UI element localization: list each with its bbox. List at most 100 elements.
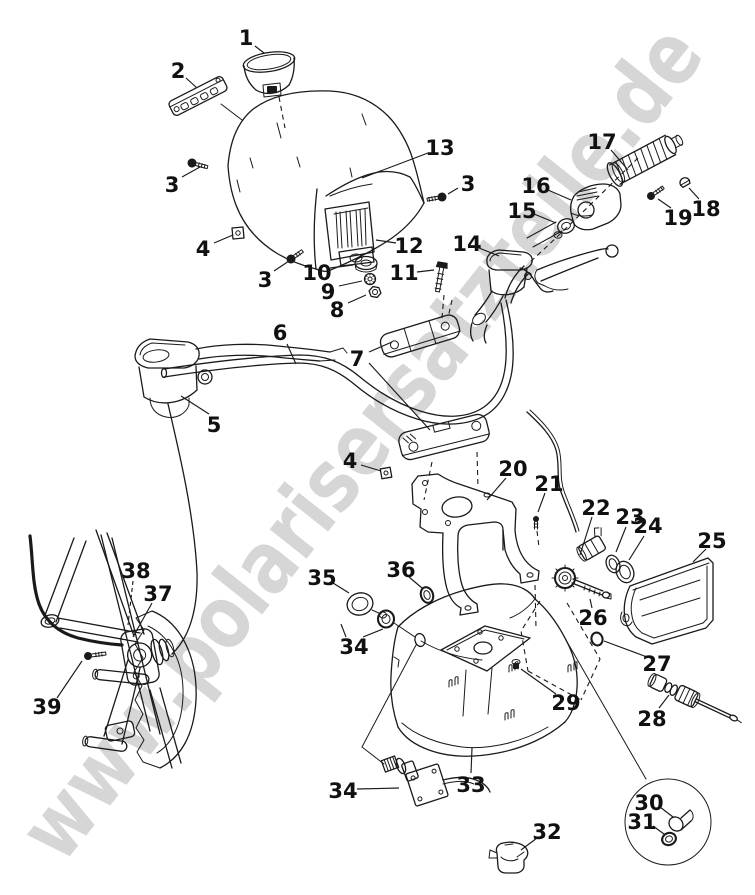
callout-leader-34 (340, 623, 347, 638)
callout-leader-20 (486, 477, 507, 501)
callout-leader-3 (181, 166, 201, 178)
part-cap-18 (679, 177, 691, 188)
part-nut-34a (376, 609, 396, 629)
callout-label-25: 25 (697, 529, 726, 553)
callout-leader-30 (659, 806, 674, 818)
callout-label-13: 13 (425, 136, 454, 160)
callout-label-11: 11 (389, 261, 418, 285)
callout-leader-3 (447, 187, 459, 195)
callout-leader-1 (254, 45, 265, 54)
part-screw-19 (647, 185, 665, 200)
part-nut-8 (368, 285, 382, 299)
part-adjuster (551, 564, 612, 600)
part-headlight (620, 557, 714, 645)
callout-label-9: 9 (321, 280, 336, 304)
callout-leader-17 (610, 149, 629, 171)
callout-label-26: 26 (578, 606, 607, 630)
callout-leader-14 (478, 247, 500, 257)
pointer-line (220, 103, 243, 121)
part-lock-washer-9 (363, 272, 377, 286)
callout-label-28: 28 (637, 707, 666, 731)
callout-leader-13 (361, 152, 429, 179)
part-switch-34b (380, 755, 491, 807)
callout-leader-19 (657, 198, 672, 209)
callout-leader-8 (347, 294, 367, 304)
callout-label-20: 20 (498, 457, 527, 481)
callout-label-10: 10 (302, 261, 331, 285)
part-screw-21 (533, 516, 539, 530)
callout-label-19: 19 (663, 206, 692, 230)
callout-label-29: 29 (551, 691, 580, 715)
callout-label-3: 3 (461, 172, 476, 196)
grip-axis (529, 157, 639, 263)
part-vent-bracket (324, 201, 375, 267)
hidden-panel-outline (520, 600, 601, 701)
callout-leader-4 (360, 464, 382, 472)
part-switch-housing (569, 183, 622, 231)
callout-leader-26 (589, 598, 593, 609)
callout-label-8: 8 (330, 298, 345, 322)
callout-label-34: 34 (339, 635, 368, 659)
callout-label-17: 17 (587, 130, 616, 154)
callout-label-5: 5 (207, 413, 222, 437)
callout-leader-15 (533, 213, 557, 224)
callout-label-33: 33 (456, 773, 485, 797)
part-rings-23-24 (605, 554, 635, 584)
part-bulb-socket (526, 409, 606, 562)
callout-leader-2 (185, 77, 198, 89)
callout-leader-22 (579, 516, 593, 556)
part-pod-cover (227, 90, 425, 273)
assembly-axis (441, 294, 445, 319)
callout-label-37: 37 (143, 582, 172, 606)
callout-leader-39 (56, 660, 83, 699)
part-throttle-block (134, 338, 348, 418)
callout-leader-21 (537, 492, 546, 513)
callout-leader-38 (127, 580, 134, 626)
part-cap (242, 51, 296, 129)
callout-leader-7 (368, 362, 431, 431)
callout-leader-7 (368, 341, 393, 353)
part-pod-bracket (411, 473, 540, 616)
steering-axis (423, 299, 479, 501)
callout-leader-33 (470, 747, 473, 774)
callout-label-35: 35 (307, 566, 336, 590)
assembly-lines-switch (361, 622, 417, 765)
callout-label-27: 27 (642, 652, 671, 676)
part-console (390, 583, 578, 757)
callout-leader-9 (338, 280, 363, 287)
part-screw-3b (426, 192, 447, 202)
callout-label-36: 36 (386, 558, 415, 582)
callout-label-32: 32 (532, 820, 561, 844)
callout-leader-29 (520, 668, 557, 695)
callout-label-15: 15 (507, 199, 536, 223)
callout-leader-16 (547, 189, 572, 201)
callout-label-23: 23 (615, 505, 644, 529)
callout-label-31: 31 (627, 810, 656, 834)
callout-label-21: 21 (534, 472, 563, 496)
callout-label-6: 6 (273, 321, 288, 345)
callout-leader-32 (520, 837, 538, 851)
callout-label-4: 4 (196, 237, 211, 261)
callout-label-1: 1 (239, 26, 254, 50)
callout-leader-12 (375, 239, 397, 244)
callout-label-24: 24 (633, 514, 662, 538)
callout-leader-24 (628, 535, 645, 561)
callout-label-14: 14 (452, 232, 481, 256)
callout-leader-10 (329, 264, 354, 269)
part-clamp-upper (379, 314, 461, 358)
callout-leader-34 (362, 628, 384, 638)
callout-label-38: 38 (121, 559, 150, 583)
callout-leader-6 (286, 343, 297, 365)
callout-label-12: 12 (394, 234, 423, 258)
callout-leader-3 (273, 260, 290, 272)
callout-leader-11 (416, 269, 435, 273)
callout-label-22: 22 (581, 496, 610, 520)
callout-label-7: 7 (350, 347, 365, 371)
part-vent-grille (168, 75, 228, 117)
callout-leader-25 (692, 548, 707, 563)
part-clip-4b (379, 466, 393, 480)
assembly-axis-21 (534, 530, 540, 629)
callout-leader-35 (332, 582, 350, 594)
frame-brake-assembly (28, 403, 198, 769)
